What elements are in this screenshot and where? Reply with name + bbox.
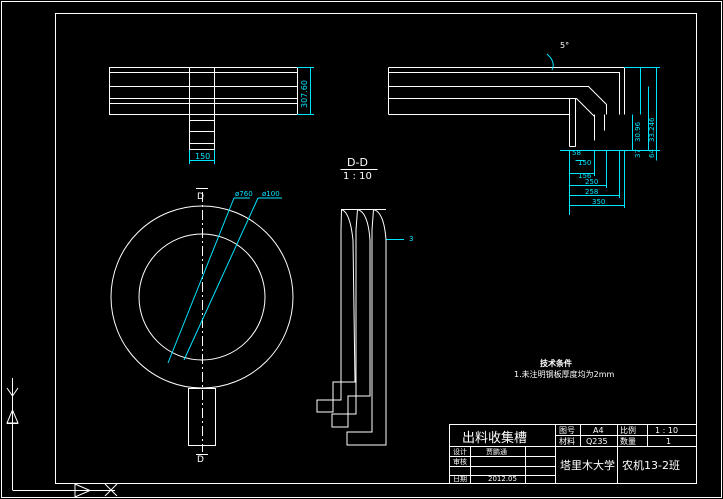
school-name: 塔里木大学 (560, 458, 615, 472)
class-name: 农机13-2班 (622, 458, 680, 472)
section-title: D-D 1 : 10 (340, 156, 378, 182)
angle-label: 5° (560, 41, 569, 50)
dim-width-label: 150 (195, 152, 210, 161)
value-quantity: 1 (666, 437, 671, 446)
label-review: 审核 (453, 457, 467, 466)
label-design: 设计 (453, 447, 467, 456)
top-right-dim-vertical-labels: 30.96 33.246 37 64 (634, 117, 656, 158)
dim-vertical-label: 37 (634, 149, 642, 158)
dim-horizontal-label: 258 (585, 188, 598, 196)
dim-vertical-label: 33.246 (648, 117, 656, 142)
title-block (449, 424, 697, 484)
value-drawing-no: A4 (593, 426, 604, 435)
dim-horizontal-label: 350 (592, 198, 605, 206)
value-material: Q235 (586, 437, 608, 446)
dim-height-label: 307.60 (300, 80, 309, 108)
label-material: 材料 (559, 436, 575, 446)
diameter-inner-label: ø100 (262, 190, 280, 198)
notes-title: 技术条件 (540, 358, 572, 368)
label-date: 日期 (453, 475, 467, 483)
technical-notes: 技术条件 1.未注明钢板厚度均为2mm (514, 358, 615, 379)
section-view (316, 208, 404, 446)
dim-horizontal-label: 250 (585, 178, 598, 186)
dim-horizontal-label: 150 (578, 159, 591, 167)
diameter-outer-label: ø760 (235, 190, 253, 198)
value-design: 贾鹏通 (486, 447, 507, 456)
ucs-icon[interactable] (6, 378, 118, 498)
dim-horizontal-label: 58 (572, 149, 581, 157)
inner-border (55, 13, 697, 484)
thickness-label: 3 (409, 235, 413, 243)
top-right-dim-horizontal-labels: 58 150 156 250 258 350 (572, 149, 605, 206)
dim-horizontal-label: 156 (578, 172, 592, 180)
top-left-dimensions (189, 67, 314, 164)
value-scale: 1 : 10 (655, 426, 678, 435)
top-right-view (388, 67, 625, 147)
section-scale-label: 1 : 10 (343, 171, 372, 182)
section-mark-bottom: D (197, 455, 204, 465)
top-left-view (109, 67, 298, 150)
top-right-dimensions (546, 53, 660, 215)
section-title-label: D-D (347, 156, 368, 169)
label-drawing-no: 图号 (559, 426, 575, 435)
circle-view (110, 188, 294, 455)
notes-line: 1.未注明钢板厚度均为2mm (514, 369, 615, 379)
label-quantity: 数量 (620, 436, 636, 446)
value-date: 2012.05 (488, 475, 517, 483)
section-mark-top: D (197, 192, 204, 202)
dim-vertical-label: 30.96 (634, 121, 642, 142)
dim-vertical-label: 64 (648, 149, 656, 158)
label-scale: 比例 (620, 425, 636, 435)
part-name: 出料收集槽 (462, 430, 527, 446)
